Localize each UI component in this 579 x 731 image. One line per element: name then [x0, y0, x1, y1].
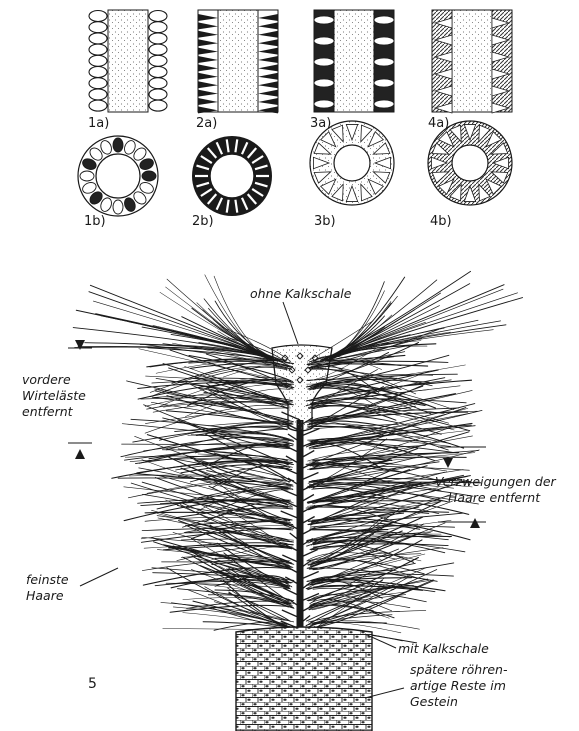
longitudinal-section-3: [314, 10, 394, 112]
label-branches-removed-2: Haare entfernt: [448, 490, 540, 505]
longitudinal-section-4: [432, 10, 512, 113]
longitudinal-section-2: [198, 10, 278, 113]
label-finest-hairs-1: feinste: [26, 572, 69, 587]
label-tubular-remains-1: spätere röhren-: [410, 662, 507, 677]
label-finest-hairs-2: Haare: [26, 588, 64, 603]
label-branches-removed-1: Verzweigungen der: [435, 474, 556, 489]
label-front-whorls-removed-3: entfernt: [22, 404, 73, 419]
label-with-calcification: mit Kalkschale: [398, 641, 489, 656]
cross-sections: [78, 121, 512, 216]
calcified-tube: [236, 627, 372, 731]
longitudinal-section-1: [89, 10, 167, 112]
figure-label-3b: 3b): [314, 214, 336, 229]
longitudinal-sections: [89, 10, 512, 113]
cross-section-1: [78, 136, 158, 216]
label-tubular-remains-2: artige Reste im: [410, 678, 506, 693]
figure-label-1a: 1a): [88, 116, 109, 131]
label-front-whorls-removed-2: Wirteläste: [22, 388, 86, 403]
figure-label-5: 5: [88, 676, 97, 692]
figure-label-2a: 2a): [196, 116, 217, 131]
figure-label-2b: 2b): [192, 214, 214, 229]
figure-label-4b: 4b): [430, 214, 452, 229]
cross-section-2: [192, 136, 272, 216]
figure-label-3a: 3a): [310, 116, 331, 131]
cross-section-3: [310, 121, 394, 205]
figure-label-4a: 4a): [428, 116, 449, 131]
cross-section-4: [428, 121, 512, 205]
label-front-whorls-removed-1: vordere: [22, 372, 71, 387]
label-tubular-remains-3: Gestein: [410, 694, 458, 709]
label-without-calcification: ohne Kalkschale: [250, 286, 351, 301]
figure-label-1b: 1b): [84, 214, 106, 229]
